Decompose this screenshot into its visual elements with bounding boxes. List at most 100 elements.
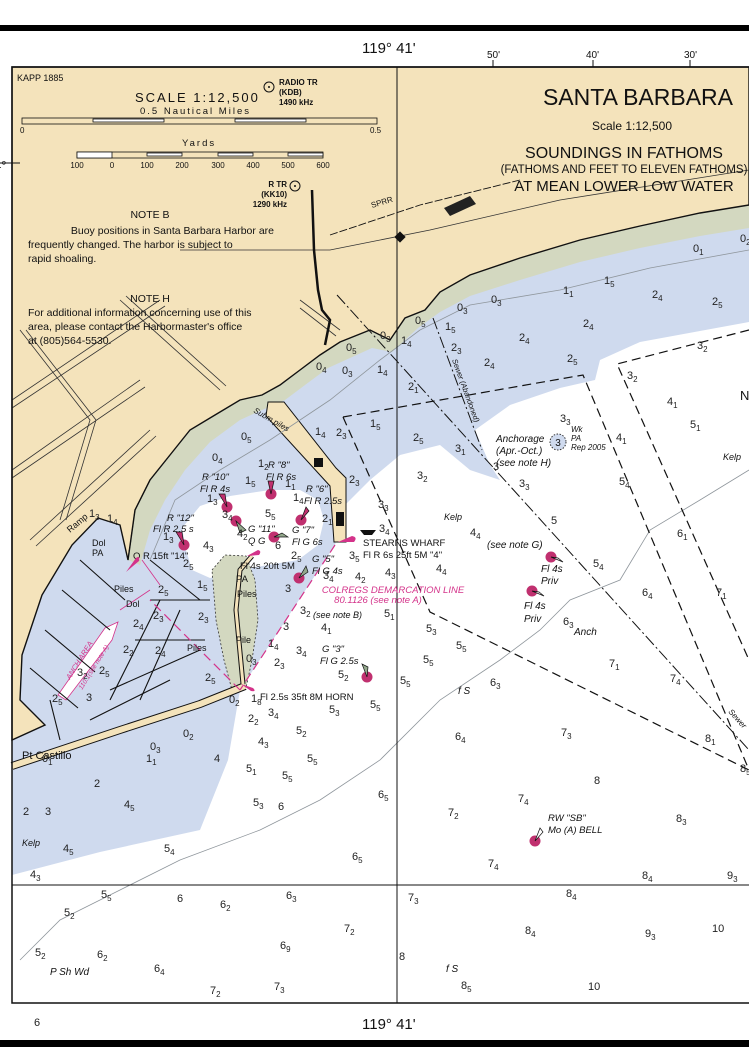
- buoy-r10[interactable]: R "10" Fl R 4s: [200, 472, 233, 513]
- note-h-line: For additional information concerning us…: [28, 307, 252, 319]
- sounding: 25: [158, 584, 169, 598]
- sounding: 25: [205, 672, 216, 686]
- scale-box: KAPP 1885 SCALE 1:12,500 0.5 Nautical Mi…: [17, 73, 382, 170]
- sounding: 73: [561, 727, 572, 741]
- yard-tick: 100: [70, 161, 84, 170]
- dol-label: Dol: [92, 538, 106, 548]
- note-h: NOTE H For additional information concer…: [28, 293, 252, 347]
- marina-docks: [29, 559, 210, 741]
- sounding: 81: [705, 733, 716, 747]
- sounding: 14: [377, 364, 388, 378]
- note-h-line: area, please contact the Harbormaster's …: [28, 321, 242, 333]
- sounding: 02: [740, 233, 749, 247]
- sounding: 05: [346, 342, 357, 356]
- sounding: 72: [448, 807, 459, 821]
- private-buoy[interactable]: Fl 4s Priv: [524, 585, 546, 626]
- sounding: 55: [370, 699, 381, 713]
- minute-label-50: 50': [487, 50, 500, 61]
- piles-label: Piles: [237, 589, 257, 599]
- yard-tick: 200: [175, 161, 189, 170]
- sounding: 41: [321, 622, 332, 636]
- buoy-name: G "5": [312, 554, 335, 565]
- sounding: 01: [42, 753, 53, 767]
- buoy-rw-sb[interactable]: RW "SB" Mo (A) BELL: [529, 813, 603, 847]
- buoy-r8[interactable]: R "8" Fl R 6s: [265, 460, 297, 500]
- sounding: 3: [45, 806, 51, 818]
- sounding: 15: [197, 579, 208, 593]
- sounding: 34: [268, 707, 279, 721]
- sounding: 25: [52, 693, 63, 707]
- buoy-owner: Priv: [541, 576, 559, 587]
- see-note-b-label: (see note B): [313, 610, 362, 620]
- wharf-structure-icon: [360, 530, 376, 535]
- sounding: 25: [183, 558, 194, 572]
- buoy-g11[interactable]: G "11" Q G: [230, 515, 276, 548]
- nautical-mile-bar: [21, 117, 378, 125]
- radio-tower-name: RADIO TR: [279, 78, 318, 87]
- sounding: 6: [275, 540, 281, 552]
- sounding: 13: [163, 531, 174, 545]
- buoy-r6[interactable]: R "6" Fl R 2.5s: [295, 484, 343, 526]
- sounding: 55: [456, 640, 467, 654]
- buoy-name: G "3": [322, 644, 345, 655]
- wreck-depth: 3: [555, 438, 561, 449]
- sounding: 32: [300, 605, 311, 619]
- sounding: 03: [246, 653, 257, 667]
- sounding: 24: [583, 318, 594, 332]
- sounding: 43: [385, 567, 396, 581]
- sounding: 3: [86, 692, 92, 704]
- stearns-wharf-label: STEARNS WHARF: [363, 538, 446, 549]
- qr-light-label: Q R 15ft "14": [133, 551, 188, 562]
- sounding: 69: [280, 940, 291, 954]
- sounding: 10: [712, 923, 724, 935]
- sounding: 24: [652, 289, 663, 303]
- sounding: 71: [716, 587, 727, 601]
- sounding: 74: [670, 673, 681, 687]
- buoy-light: Fl G 6s: [292, 537, 323, 548]
- sounding: 8: [399, 951, 405, 963]
- light-flares: [126, 536, 356, 692]
- sounding: 34: [379, 523, 390, 537]
- wharf-building: [314, 458, 323, 467]
- note-b: NOTE B Buoy positions in Santa Barbara H…: [28, 209, 274, 265]
- note-h-title: NOTE H: [130, 293, 170, 305]
- kelp-label: Kelp: [444, 512, 462, 522]
- sounding: 93: [645, 928, 656, 942]
- sounding: 21: [408, 381, 419, 395]
- sounding: 14: [107, 513, 118, 527]
- light-flare-icon: [241, 684, 255, 692]
- colregs-reference: 80.1126 (see note A): [334, 595, 422, 606]
- kelp-label: Kelp: [22, 838, 40, 848]
- buoy-g5[interactable]: G "5" Fl G 4s: [293, 554, 343, 584]
- dol-label: Dol: [126, 599, 140, 609]
- note-b-line: frequently changed. The harbor is subjec…: [28, 239, 233, 251]
- buoy-g7[interactable]: G "7" Fl G 6s: [268, 525, 323, 548]
- sounding: 52: [296, 725, 307, 739]
- nautical-miles-label: 0.5 Nautical Miles: [140, 106, 251, 117]
- sounding: 03: [150, 741, 161, 755]
- buoy-light: Fl 4s: [541, 564, 563, 575]
- sounding: 45: [63, 843, 74, 857]
- kelp-label: Kelp: [723, 452, 741, 462]
- sounding: 18: [251, 693, 262, 707]
- sounding: 64: [642, 587, 653, 601]
- wreck-pa: PA: [571, 434, 581, 443]
- depth-contour-1: [149, 249, 749, 561]
- buoy-light: Fl R 2.5s: [304, 496, 342, 507]
- private-buoy[interactable]: Fl 4s Priv: [541, 551, 564, 588]
- sounding: 04: [212, 452, 223, 466]
- buoy-r12[interactable]: R "12" Fl R 2.5 s: [153, 513, 194, 551]
- bottom-type-label: P Sh Wd: [50, 967, 90, 978]
- street-grid: [11, 169, 749, 547]
- sewer-line: [336, 294, 749, 751]
- sounding: 73: [408, 892, 419, 906]
- sounding: 24: [484, 357, 495, 371]
- buoy-g3[interactable]: G "3" Fl G 2.5s: [320, 644, 373, 683]
- sounding: 41: [616, 432, 627, 446]
- sounding: 3: [283, 621, 289, 633]
- title-block: SANTA BARBARA Scale 1:12,500 SOUNDINGS I…: [501, 84, 748, 195]
- sounding: 23: [451, 342, 462, 356]
- buoy-light: Fl R 4s: [200, 484, 230, 495]
